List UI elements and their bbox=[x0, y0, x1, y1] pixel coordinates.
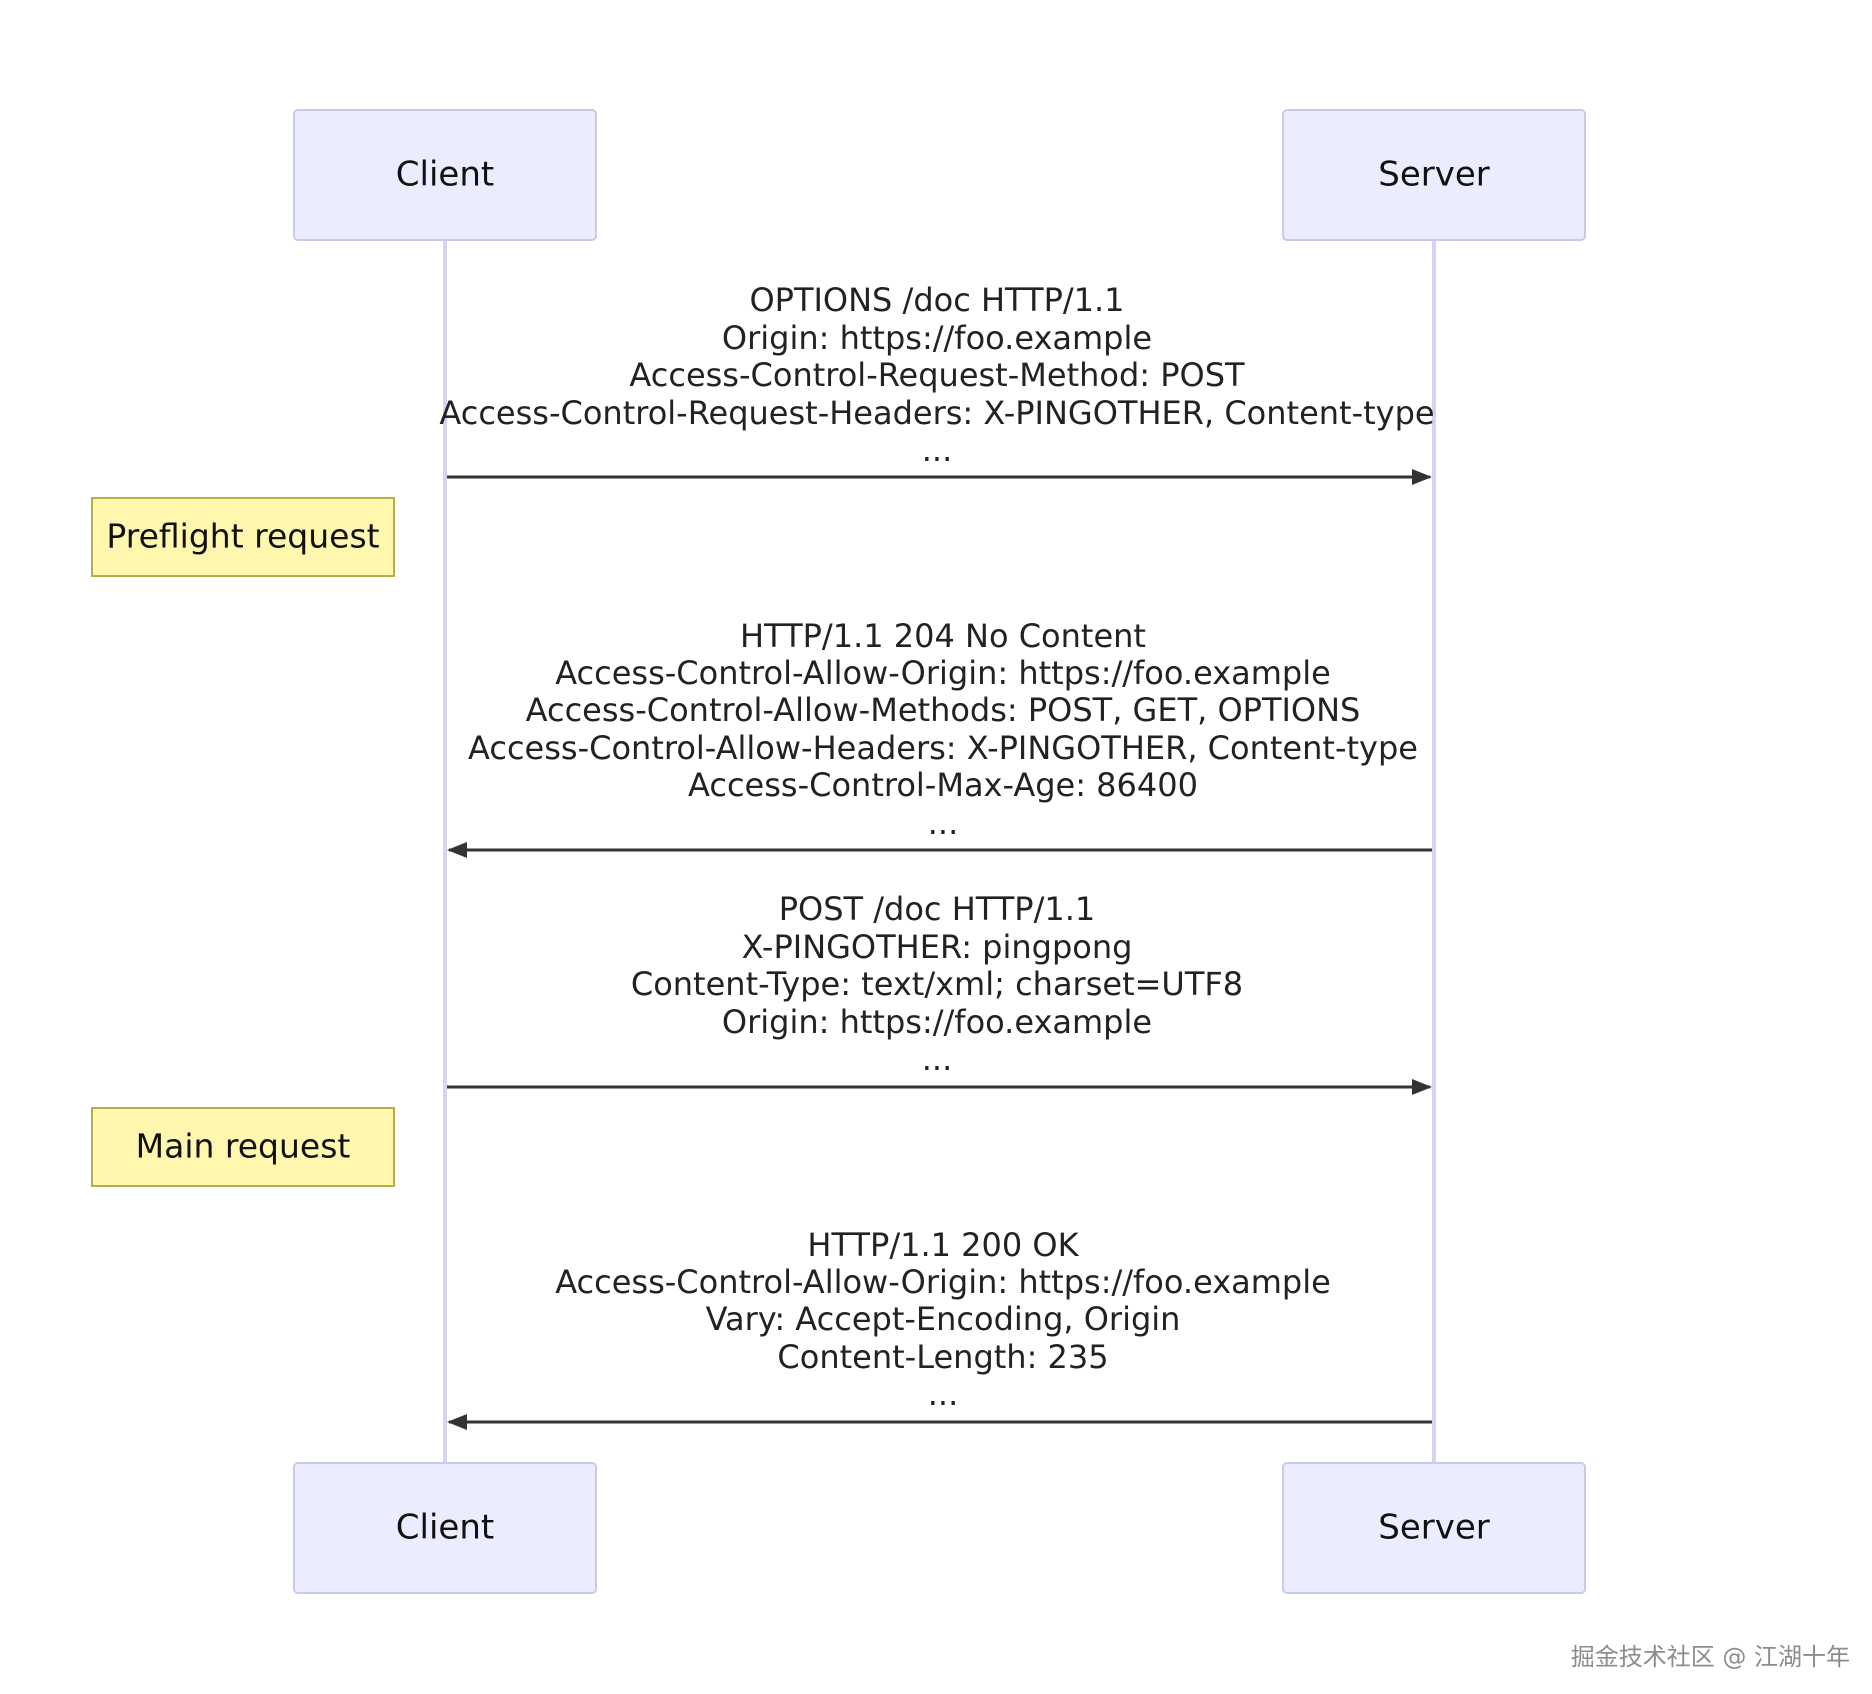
actor-server-top-label: Server bbox=[1378, 155, 1490, 195]
actor-server-bottom-label: Server bbox=[1378, 1508, 1490, 1548]
message-line: Access-Control-Max-Age: 86400 bbox=[688, 766, 1198, 804]
message-line: POST /doc HTTP/1.1 bbox=[779, 890, 1096, 928]
message-line: Vary: Accept-Encoding, Origin bbox=[706, 1300, 1181, 1338]
message-preflight-request: OPTIONS /doc HTTP/1.1 Origin: https://fo… bbox=[439, 281, 1435, 485]
note-preflight-label: Preflight request bbox=[106, 517, 379, 556]
message-line: Access-Control-Allow-Origin: https://foo… bbox=[555, 654, 1331, 692]
message-line: Origin: https://foo.example bbox=[722, 319, 1152, 357]
message-line: Access-Control-Allow-Methods: POST, GET,… bbox=[526, 691, 1361, 729]
message-line: X-PINGOTHER: pingpong bbox=[742, 928, 1133, 966]
message-line: Access-Control-Request-Headers: X-PINGOT… bbox=[439, 394, 1434, 432]
message-line: Access-Control-Request-Method: POST bbox=[629, 356, 1245, 394]
message-line: Content-Type: text/xml; charset=UTF8 bbox=[631, 965, 1243, 1003]
actor-server-bottom: Server bbox=[1282, 1462, 1586, 1594]
actor-server-top: Server bbox=[1282, 109, 1586, 241]
message-main-request: POST /doc HTTP/1.1 X-PINGOTHER: pingpong… bbox=[447, 890, 1432, 1095]
note-main: Main request bbox=[91, 1107, 395, 1187]
actor-client-top-label: Client bbox=[396, 155, 494, 195]
message-line: ... bbox=[922, 431, 953, 469]
message-line: OPTIONS /doc HTTP/1.1 bbox=[749, 281, 1124, 319]
message-line: Access-Control-Allow-Origin: https://foo… bbox=[555, 1263, 1331, 1301]
message-line: ... bbox=[922, 1040, 953, 1078]
message-line: ... bbox=[928, 1375, 959, 1413]
message-line: Access-Control-Allow-Headers: X-PINGOTHE… bbox=[468, 729, 1418, 767]
message-line: Origin: https://foo.example bbox=[722, 1003, 1152, 1041]
message-line: HTTP/1.1 200 OK bbox=[807, 1226, 1079, 1264]
message-line: ... bbox=[928, 804, 959, 842]
message-main-response: HTTP/1.1 200 OK Access-Control-Allow-Ori… bbox=[447, 1226, 1432, 1430]
actor-client-top: Client bbox=[293, 109, 597, 241]
actor-client-bottom: Client bbox=[293, 1462, 597, 1594]
message-line: Content-Length: 235 bbox=[777, 1338, 1108, 1376]
note-preflight: Preflight request bbox=[91, 497, 395, 577]
message-preflight-response: HTTP/1.1 204 No Content Access-Control-A… bbox=[447, 617, 1432, 858]
note-main-label: Main request bbox=[136, 1127, 351, 1166]
actor-client-bottom-label: Client bbox=[396, 1508, 494, 1548]
message-line: HTTP/1.1 204 No Content bbox=[740, 617, 1146, 655]
watermark: 掘金技术社区 @ 江湖十年 bbox=[1570, 1643, 1850, 1671]
